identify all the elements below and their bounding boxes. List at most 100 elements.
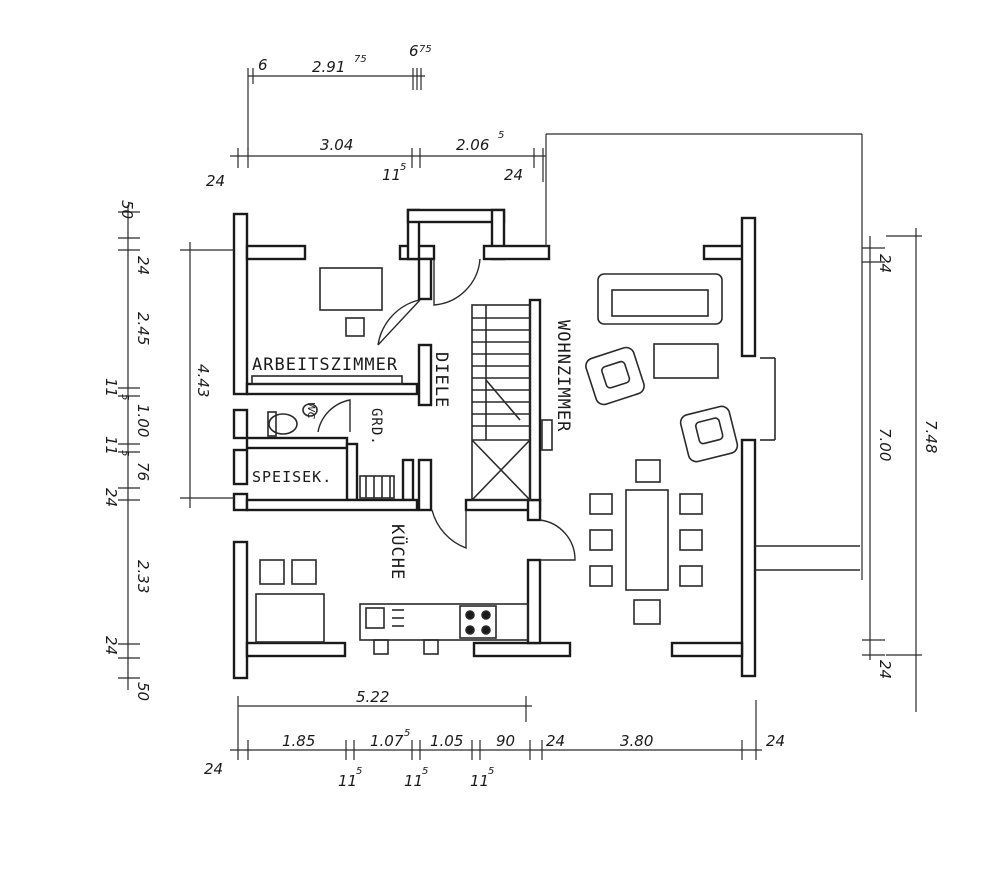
coffee-table [653, 343, 719, 379]
dim-left-100: 1.00 [134, 404, 152, 437]
dim-bottom-380: 3.80 [620, 732, 653, 750]
dim-right-748: 7.48 [922, 420, 940, 453]
dim-bottom-11-a-sup: 5 [356, 766, 362, 777]
wall-kitchen-right [526, 558, 542, 645]
dim-top-b-mid: 11 [382, 166, 401, 184]
wall-right-lower [740, 438, 757, 678]
dim-left-245: 2.45 [134, 312, 152, 345]
furniture [251, 267, 739, 655]
wall-wc-bottom [245, 436, 349, 450]
wall-bottom-mid [472, 641, 572, 658]
wall-bottom-left [245, 641, 347, 658]
dining-chair-l1 [589, 493, 613, 515]
dim-top-a-left: 6 [258, 56, 268, 74]
arbeits-shelf [251, 375, 403, 385]
dim-top-b-right-sup: 5 [498, 130, 504, 141]
dim-bottom-11-a: 11 [338, 772, 357, 790]
label-kueche: KÜCHE [387, 524, 409, 580]
label-diele: DIELE [431, 352, 451, 408]
dim-bottom-24-mid: 24 [546, 732, 565, 750]
dim-top-b-right-edge: 24 [504, 166, 523, 184]
dim-top-b-edge: 24 [206, 172, 225, 190]
wall-bay-top [406, 208, 506, 224]
kitchen-chair-2 [291, 559, 317, 585]
dim-top-b-mid-sup: 5 [400, 162, 406, 173]
dim-bottom-11-b-sup: 5 [422, 766, 428, 777]
wall-grd-left [345, 442, 359, 502]
garderobe-rack [359, 475, 395, 499]
dim-left-24-c: 24 [102, 636, 120, 655]
dimension-labels: 6 2.91 75 6 75 24 3.04 11 5 2.06 5 24 50… [102, 42, 940, 790]
dim-bottom-11-c-sup: 5 [488, 766, 494, 777]
armchair-2-seat [694, 417, 724, 445]
dining-chair-r2 [679, 529, 703, 551]
label-wc: WC [305, 402, 316, 419]
dim-bottom-24-left: 24 [204, 760, 223, 778]
kitchen-chair-1 [259, 559, 285, 585]
dim-bottom-107: 1.07 [370, 732, 404, 750]
dim-left-50-top: 50 [118, 200, 136, 219]
dining-table [625, 489, 669, 591]
wall-bottom-right [670, 641, 744, 658]
terrace-lines [755, 357, 860, 571]
label-arbeitszimmer: ARBEITSZIMMER [252, 355, 398, 375]
wc-basin [302, 403, 318, 417]
dining-chair-r1 [679, 493, 703, 515]
dim-top-b-left: 3.04 [320, 136, 353, 154]
kitchen-stove [459, 605, 497, 639]
dim-top-b-right: 2.06 [456, 136, 489, 154]
dim-bottom-105: 1.05 [430, 732, 463, 750]
wall-arbeits-right2 [417, 343, 433, 407]
dim-bottom-107-sup: 5 [404, 728, 410, 739]
dim-top-a-mid-sup: 75 [354, 54, 367, 65]
dining-chair-l2 [589, 529, 613, 551]
dim-top-a-mid: 2.91 [312, 58, 345, 76]
dim-right-24-bot: 24 [876, 660, 894, 679]
dim-left-11-a-sup: 5 [119, 394, 130, 400]
wall-kitchen-right-up [526, 498, 542, 522]
dim-right-700: 7.00 [876, 428, 894, 461]
sofa [597, 273, 723, 325]
wall-speisek-bottom [245, 498, 419, 512]
doors [317, 258, 576, 561]
wall-stair-right [528, 298, 542, 502]
dim-bottom-90: 90 [496, 732, 515, 750]
dim-bottom-24-right: 24 [766, 732, 785, 750]
kitchen-stool-2 [423, 639, 439, 655]
wall-grd-right [401, 458, 415, 502]
armchair-2 [679, 405, 739, 463]
wall-left-mid3 [232, 492, 249, 512]
wall-right-upper [740, 216, 757, 358]
dim-left-76: 76 [134, 462, 152, 481]
wall-top-right [482, 244, 551, 261]
dim-bottom-11-c: 11 [470, 772, 489, 790]
wall-left-upper [232, 212, 249, 396]
dim-right-24-top: 24 [876, 254, 894, 273]
dim-top-a-right-sup: 75 [419, 44, 432, 55]
wall-arbeits-right [417, 257, 433, 301]
door-wc [317, 399, 351, 433]
wall-radiator [541, 419, 553, 451]
dim-left-24-a: 24 [134, 256, 152, 275]
wall-left-lower [232, 540, 249, 680]
dim-left-11-b-sup: 5 [119, 450, 130, 456]
wall-left-mid [232, 408, 249, 440]
kitchen-counter [359, 603, 529, 641]
desk-chair [345, 317, 365, 337]
dimension-lines [118, 68, 922, 760]
door-kueche [431, 509, 467, 550]
dim-top-a-right: 6 [409, 42, 419, 60]
label-wohnzimmer: WOHNZIMMER [553, 320, 573, 432]
dining-chair-top [635, 459, 661, 483]
dim-bottom-11-b: 11 [404, 772, 423, 790]
armchair-1-seat [601, 360, 631, 389]
wall-diele-right [417, 458, 433, 512]
door-diele-top [433, 258, 481, 306]
dining-chair-r3 [679, 565, 703, 587]
armchair-1 [585, 346, 645, 406]
door-wohnzimmer [539, 519, 576, 561]
dim-left-11-b: 11 [102, 436, 120, 455]
dining-chair-bottom [633, 599, 661, 625]
room-labels: ARBEITSZIMMER DIELE WOHNZIMMER WC GRD. S… [252, 320, 573, 580]
